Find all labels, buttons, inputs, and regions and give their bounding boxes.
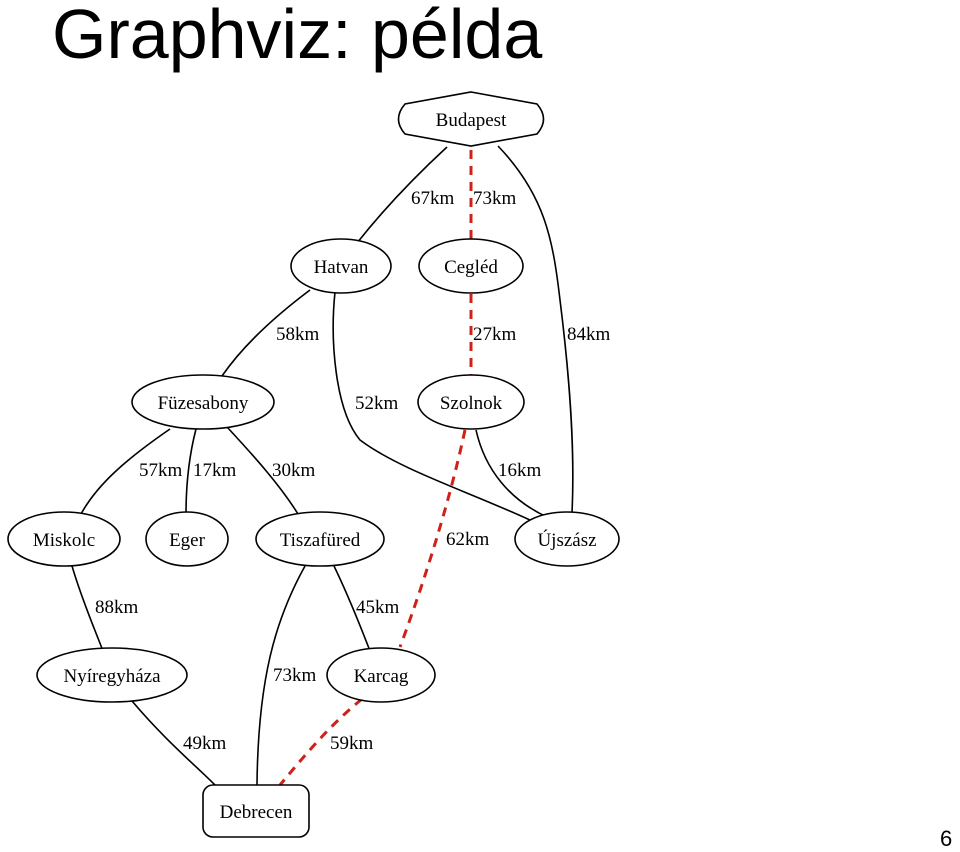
edge-label-nyiregyhaza-debrecen: 49km [183, 733, 227, 754]
node-label-hatvan: Hatvan [314, 257, 369, 278]
edge-szolnok-karcag [398, 429, 467, 648]
edge-fuzesabony-eger [185, 428, 197, 515]
node-label-ujszasz: Újszász [537, 529, 596, 551]
edge-miskolc-nyiregyhaza [71, 565, 104, 652]
node-label-szolnok: Szolnok [440, 393, 503, 414]
edge-szolnok-ujszasz [475, 429, 548, 518]
edge-label-tiszafured-debrecen: 73km [273, 665, 317, 686]
node-tiszafured: Tiszafüred [255, 511, 385, 567]
edge-label-hatvan-ujszasz: 52km [355, 393, 399, 414]
node-cegled: Cegléd [418, 238, 524, 294]
edge-label-hatvan-fuzesabony: 58km [276, 324, 320, 345]
edge-label-szolnok-ujszasz: 16km [498, 460, 542, 481]
edge-nyiregyhaza-debrecen [131, 700, 216, 786]
node-nyiregyhaza: Nyíregyháza [36, 647, 188, 703]
node-miskolc: Miskolc [7, 511, 121, 567]
edge-label-tiszafured-karcag: 45km [356, 597, 400, 618]
edge-budapest-hatvan [356, 146, 448, 244]
edge-label-budapest-ujszasz: 84km [567, 324, 611, 345]
edge-label-budapest-cegled: 73km [473, 188, 517, 209]
node-hatvan: Hatvan [290, 238, 392, 294]
edge-hatvan-fuzesabony [221, 289, 311, 377]
node-label-miskolc: Miskolc [33, 530, 95, 551]
edge-hatvan-ujszasz [332, 291, 533, 522]
edges [71, 145, 574, 786]
edge-label-karcag-debrecen: 59km [330, 733, 374, 754]
edge-label-cegled-szolnok: 27km [473, 324, 517, 345]
node-karcag: Karcag [326, 647, 436, 703]
edge-tiszafured-karcag [333, 565, 371, 652]
edge-label-fuzesabony-eger: 17km [193, 460, 237, 481]
node-label-karcag: Karcag [354, 666, 409, 687]
edge-label-budapest-hatvan: 67km [411, 188, 455, 209]
edge-label-fuzesabony-miskolc: 57km [139, 460, 183, 481]
node-eger: Eger [145, 511, 229, 567]
node-label-fuzesabony: Füzesabony [158, 393, 249, 414]
edge-label-miskolc-nyiregyhaza: 88km [95, 597, 139, 618]
edge-budapest-ujszasz [497, 145, 574, 514]
node-label-budapest: Budapest [436, 110, 507, 131]
edge-label-szolnok-karcag: 62km [446, 529, 490, 550]
page-number: 6 [940, 826, 953, 851]
node-szolnok: Szolnok [417, 374, 525, 430]
node-label-eger: Eger [169, 530, 206, 551]
edge-tiszafured-debrecen [256, 565, 306, 786]
nodes: Budapest Hatvan Cegléd Füzesabony Szolno… [7, 91, 620, 838]
edge-labels: 67km 73km 84km 58km 27km 52km 57km 17km … [95, 188, 611, 754]
edge-fuzesabony-tiszafured [226, 426, 299, 515]
node-debrecen: Debrecen [202, 784, 310, 838]
node-label-cegled: Cegléd [444, 257, 498, 278]
node-label-tiszafured: Tiszafüred [280, 530, 361, 551]
edge-fuzesabony-miskolc [80, 428, 171, 515]
node-fuzesabony: Füzesabony [131, 374, 275, 430]
node-budapest: Budapest [397, 91, 545, 147]
slide-title: Graphviz: példa [52, 0, 543, 73]
node-label-nyiregyhaza: Nyíregyháza [63, 666, 161, 687]
node-ujszasz: Újszász [514, 511, 620, 567]
edge-label-fuzesabony-tiszafured: 30km [272, 460, 316, 481]
node-label-debrecen: Debrecen [220, 802, 293, 823]
